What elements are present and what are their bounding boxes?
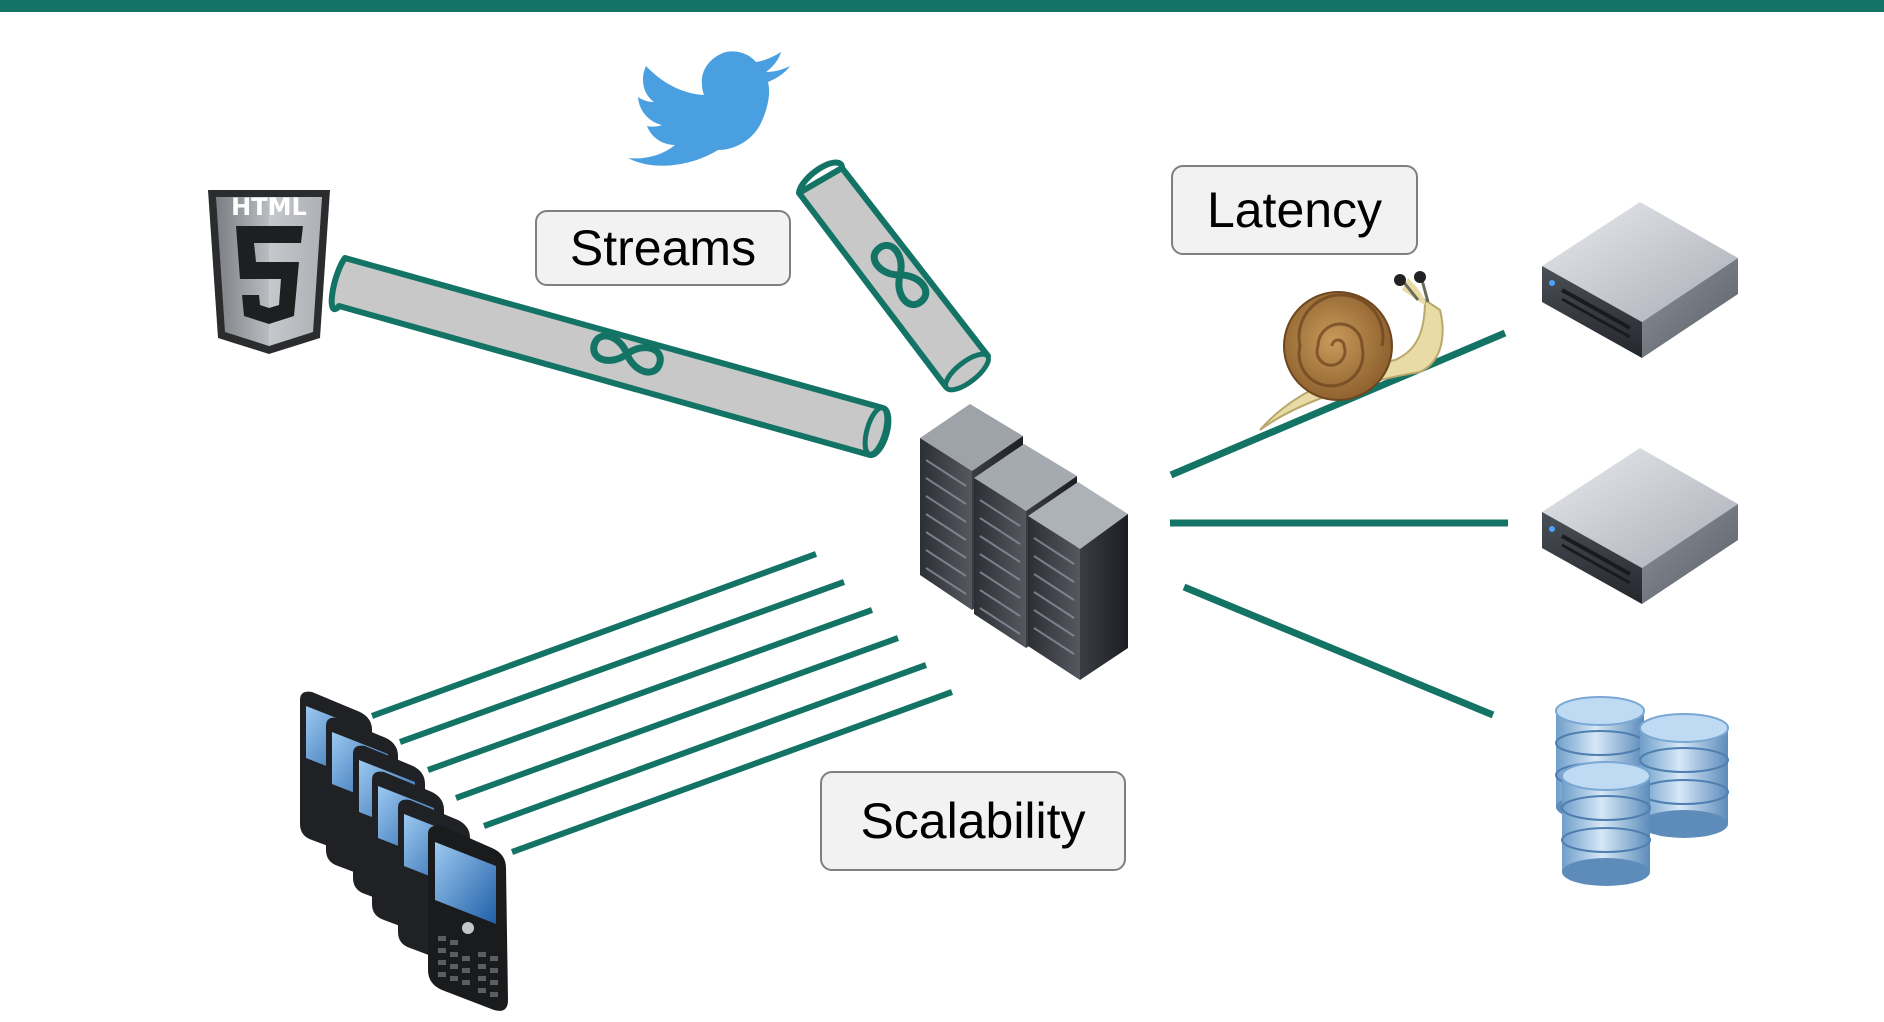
smartphone-icon [428, 825, 508, 1011]
phone-connection-lines [370, 551, 954, 855]
top-accent-bar [0, 0, 1884, 12]
server-rack-icon [920, 404, 1128, 680]
backend-connection-lines [1169, 329, 1508, 719]
streams-label: Streams [535, 210, 791, 286]
streams-pipe-html5 [328, 255, 892, 459]
streams-pipe-twitter [796, 159, 991, 393]
snail-icon [1259, 271, 1444, 431]
latency-label: Latency [1171, 165, 1418, 255]
html5-shield-icon: HTML [208, 190, 330, 354]
server-icon [1542, 202, 1738, 358]
latency-line [1169, 329, 1507, 479]
database-line [1182, 583, 1495, 719]
smartphone-stack [300, 691, 508, 1011]
twitter-bird-icon [628, 51, 790, 166]
server-icon [1542, 448, 1738, 604]
scalability-label: Scalability [820, 771, 1126, 871]
html5-logo-text: HTML [231, 193, 307, 221]
database-icon [1555, 696, 1729, 886]
